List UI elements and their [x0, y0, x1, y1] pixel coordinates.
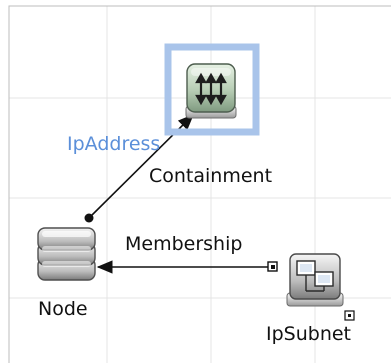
node-label: Node	[38, 298, 88, 320]
membership-edge[interactable]	[96, 260, 278, 274]
node-node[interactable]	[37, 227, 96, 281]
membership-edge-label: Membership	[125, 233, 242, 255]
selection-highlight	[164, 43, 260, 136]
ip-address-label: IpAddress	[67, 133, 160, 155]
containment-edge-origin-dot	[84, 213, 94, 223]
ip-address-node[interactable]	[164, 43, 260, 136]
ip-address-icon	[185, 63, 237, 119]
ip-subnet-network-icon	[286, 253, 344, 307]
membership-edge-origin-marker-icon	[267, 261, 278, 272]
small-collapse-marker-icon[interactable]	[344, 310, 355, 321]
server-node-icon	[37, 227, 96, 281]
ip-subnet-label: IpSubnet	[266, 323, 351, 345]
containment-edge-label: Containment	[149, 165, 272, 187]
ip-subnet-node[interactable]	[286, 253, 355, 321]
